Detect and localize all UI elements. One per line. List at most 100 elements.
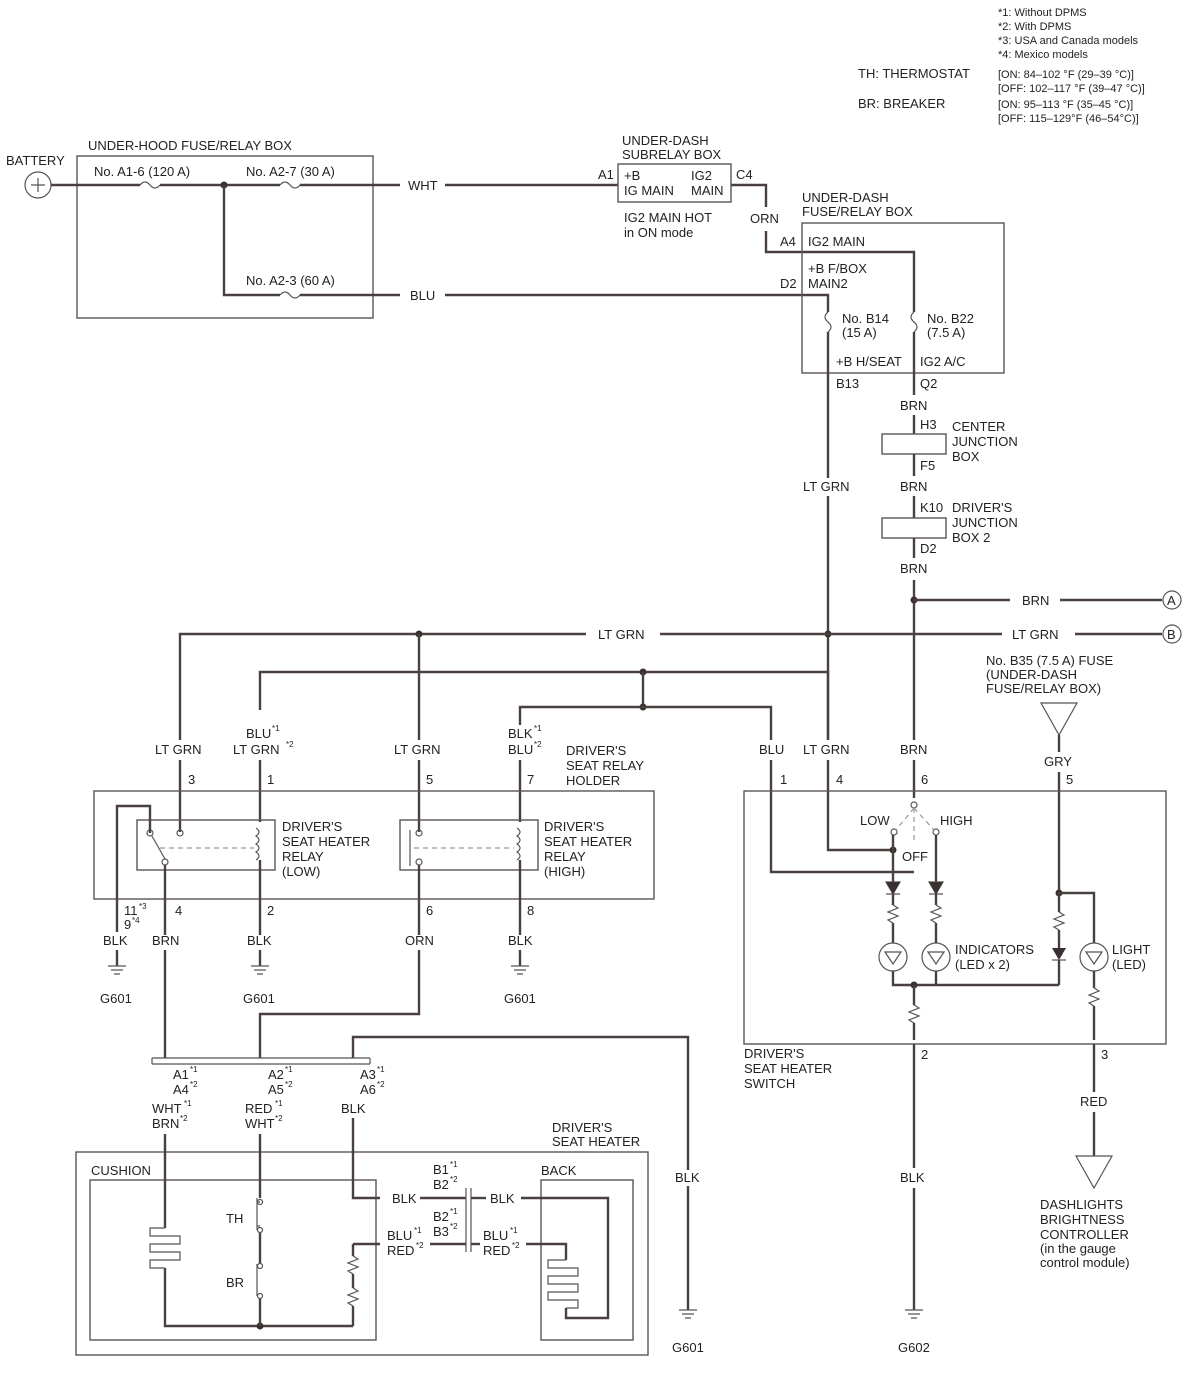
resistor-cushion-1-icon (346, 1255, 360, 1275)
wire-red-label: RED (1080, 1094, 1107, 1109)
subrelay-pin-c4: C4 (736, 167, 753, 182)
ground-g601-d-label: G601 (672, 1340, 704, 1355)
relay-pin6-wire: ORN (405, 933, 434, 948)
back-section (540, 1179, 634, 1341)
switch-high-label: HIGH (940, 813, 973, 828)
ground-g601-b: G601 (243, 950, 275, 1006)
drivers-seat-heater-switch: 1 4 6 5 LOW HIGH OFF INDICATORS (LED x 2… (743, 772, 1167, 1091)
relay-pin11-wire: BLK (103, 933, 128, 948)
fuse-a1-6-label: No. A1-6 (120 A) (94, 164, 190, 179)
relay-pin3-wire: LT GRN (155, 742, 201, 757)
subrelay-title-2: SUBRELAY BOX (622, 147, 722, 162)
sup-c5: *1 (377, 1065, 385, 1074)
wire-ltgrn-label-main: LT GRN (803, 479, 849, 494)
indicators-label-1: INDICATORS (955, 942, 1034, 957)
sup-c6: *2 (377, 1080, 385, 1089)
dashlights-l3: CONTROLLER (1040, 1227, 1129, 1242)
sup-h4: *2 (512, 1241, 520, 1250)
sup-b2: *2 (450, 1175, 458, 1184)
sup-c10: *2 (275, 1114, 283, 1123)
ground-g601-a: G601 (100, 950, 132, 1006)
sup-c9: *1 (275, 1099, 283, 1108)
switch-pin1-wire: BLU (759, 742, 784, 757)
fusebox-pin-a4: A4 (780, 234, 796, 249)
relay-low-l1: DRIVER'S (282, 819, 343, 834)
sup-c1: *1 (190, 1065, 198, 1074)
legend-notes: *1: Without DPMS *2: With DPMS *3: USA a… (858, 7, 1145, 125)
switch-pin2-wire: BLK (900, 1170, 925, 1185)
heater-ground-wire: BLK (675, 1170, 700, 1185)
fuse-b35: No. B35 (7.5 A) FUSE (UNDER-DASH FUSE/RE… (986, 653, 1113, 737)
sup-h1: *1 (414, 1226, 422, 1235)
fusebox-fbox-1: +B F/BOX (808, 261, 867, 276)
relay-pin-2: 2 (267, 903, 274, 918)
sup-4: *4 (132, 916, 140, 925)
note-without-dpms: *1: Without DPMS (998, 7, 1087, 19)
conn-a4: A4 (173, 1082, 189, 1097)
relay-low-l4: (LOW) (282, 864, 320, 879)
under-dash-fuse-relay-box: UNDER-DASH FUSE/RELAY BOX A4 IG2 MAIN +B… (780, 190, 1005, 391)
relay-high-coil-icon (515, 827, 521, 861)
driver-jb-l3: BOX 2 (952, 530, 990, 545)
back-label: BACK (541, 1163, 577, 1178)
drivers-junction-box-2: K10 D2 DRIVER'S JUNCTION BOX 2 (881, 500, 1018, 556)
thermostat-off: [OFF: 102–117 °F (39–47 °C)] (998, 83, 1145, 95)
fuse-b22-icon (910, 311, 918, 333)
wire-brn-to-a-label: BRN (1022, 593, 1049, 608)
breaker-off: [OFF: 115–129°F (46–54°C)] (998, 113, 1139, 125)
fuse-a2-3-icon (279, 291, 301, 299)
breaker-br-label: BR (226, 1275, 244, 1290)
wire-gry-label: GRY (1044, 754, 1072, 769)
resistor-cushion-2-icon (346, 1287, 360, 1307)
relay-high-l4: (HIGH) (544, 864, 585, 879)
relay-pin-7: 7 (527, 772, 534, 787)
relay-holder-title-3: HOLDER (566, 773, 620, 788)
dashlights-l1: DASHLIGHTS (1040, 1197, 1123, 1212)
driver-jb-l1: DRIVER'S (952, 500, 1013, 515)
fuse-b22-label-2: (7.5 A) (927, 325, 965, 340)
relay-low-coil-icon (254, 827, 260, 861)
cushion-label: CUSHION (91, 1163, 151, 1178)
relay-pin-6: 6 (426, 903, 433, 918)
ground-g601-c: G601 (504, 950, 536, 1006)
center-jb-l1: CENTER (952, 419, 1005, 434)
relay-holder-title-2: SEAT RELAY (566, 758, 644, 773)
dashlights-l5: control module) (1040, 1255, 1130, 1270)
under-hood-title: UNDER-HOOD FUSE/RELAY BOX (88, 138, 292, 153)
resistor-high-icon (929, 904, 943, 924)
sup-b1: *1 (450, 1160, 458, 1169)
diode-light-icon (1052, 948, 1066, 960)
relay-pin-8: 8 (527, 903, 534, 918)
connector-a-label: A (1167, 593, 1176, 608)
relay-pin7-wire-blk: BLK (508, 726, 533, 741)
conn-a6: A6 (360, 1082, 376, 1097)
heater-conn-b2b: B2 (433, 1209, 449, 1224)
relay-pin1-wire-ltgrn: LT GRN (233, 742, 279, 757)
switch-pin-1: 1 (780, 772, 787, 787)
heater-conn-b3: B3 (433, 1224, 449, 1239)
battery: BATTERY (6, 153, 65, 199)
sup-c3: *1 (285, 1065, 293, 1074)
drivers-seat-heater: DRIVER'S SEAT HEATER CUSHION BACK TH BR (75, 1120, 649, 1356)
ground-icon (251, 965, 269, 975)
sup-2a: *2 (286, 740, 294, 749)
fuse-b14-icon (824, 311, 832, 333)
ground-g601-d: G601 (672, 1309, 704, 1355)
indicator-led-high-icon (921, 942, 951, 972)
sup-h2: *2 (416, 1241, 424, 1250)
switch-title-1: DRIVER'S (744, 1046, 805, 1061)
fuse-b14-label-2: (15 A) (842, 325, 877, 340)
light-label-1: LIGHT (1112, 942, 1150, 957)
wire-ltgrn-bus-label: LT GRN (598, 627, 644, 642)
dashlights-l2: BRIGHTNESS (1040, 1212, 1125, 1227)
dashlights-brightness-controller: DASHLIGHTS BRIGHTNESS CONTROLLER (in the… (1040, 1197, 1130, 1270)
sup-1b: *1 (534, 724, 542, 733)
switch-pin-6: 6 (921, 772, 928, 787)
relay-high-l2: SEAT HEATER (544, 834, 632, 849)
heater-red-label-2: RED (483, 1243, 510, 1258)
sup-2b: *2 (534, 740, 542, 749)
sup-h3: *1 (510, 1226, 518, 1235)
relay-pin-11: 11 (124, 903, 138, 918)
subrelay-pin-a1: A1 (598, 167, 614, 182)
subrelay-plus-b: +B (624, 168, 640, 183)
